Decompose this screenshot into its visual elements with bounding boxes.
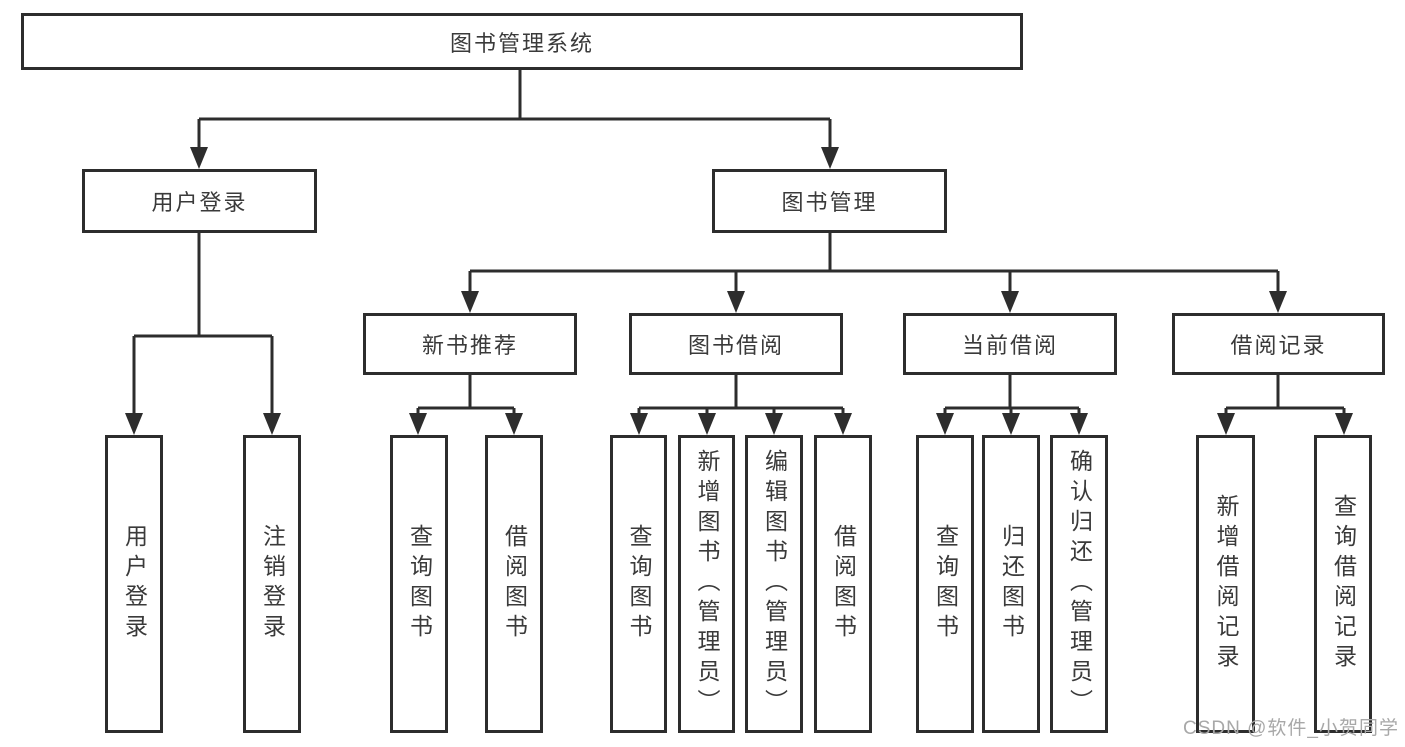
- node-borrow-books: 借阅图书: [485, 435, 543, 733]
- node-query-books: 查询图书: [916, 435, 974, 733]
- arrowhead-icon: [125, 413, 143, 435]
- node-query-borrow-record: 查询借阅记录: [1314, 435, 1372, 733]
- node-edit-books-admin: 编辑图书（管理员）: [745, 435, 803, 733]
- arrowhead-icon: [727, 291, 745, 313]
- node-add-borrow-record: 新增借阅记录: [1196, 435, 1255, 733]
- node-borrowing-records: 借阅记录: [1172, 313, 1385, 375]
- csdn-watermark: CSDN @软件_小贺同学: [1183, 718, 1399, 739]
- node-library-management-system: 图书管理系统: [21, 13, 1023, 70]
- arrowhead-icon: [1335, 413, 1353, 435]
- arrowhead-icon: [190, 147, 208, 169]
- arrowhead-icon: [1002, 413, 1020, 435]
- node-current-borrowing: 当前借阅: [903, 313, 1117, 375]
- arrowhead-icon: [821, 147, 839, 169]
- arrowhead-icons: [125, 147, 1353, 435]
- arrowhead-icon: [834, 413, 852, 435]
- node-query-books: 查询图书: [610, 435, 667, 733]
- arrowhead-icon: [1217, 413, 1235, 435]
- arrowhead-icon: [505, 413, 523, 435]
- arrowhead-icon: [1269, 291, 1287, 313]
- arrowhead-icon: [936, 413, 954, 435]
- arrowhead-icon: [1001, 291, 1019, 313]
- node-confirm-return-admin: 确认归还（管理员）: [1050, 435, 1108, 733]
- node-logout: 注销登录: [243, 435, 301, 733]
- arrowhead-icon: [461, 291, 479, 313]
- arrowhead-icon: [698, 413, 716, 435]
- node-return-books: 归还图书: [982, 435, 1040, 733]
- node-borrow-books: 借阅图书: [814, 435, 872, 733]
- node-book-borrowing: 图书借阅: [629, 313, 843, 375]
- node-query-books: 查询图书: [390, 435, 448, 733]
- node-new-book-recommendation: 新书推荐: [363, 313, 577, 375]
- node-user-login-branch: 用户登录: [82, 169, 317, 233]
- arrowhead-icon: [765, 413, 783, 435]
- arrowhead-icon: [630, 413, 648, 435]
- arrowhead-icon: [1070, 413, 1088, 435]
- node-add-books-admin: 新增图书（管理员）: [678, 435, 735, 733]
- arrowhead-icon: [263, 413, 281, 435]
- arrowhead-icon: [409, 413, 427, 435]
- node-book-management-branch: 图书管理: [712, 169, 947, 233]
- node-user-login: 用户登录: [105, 435, 163, 733]
